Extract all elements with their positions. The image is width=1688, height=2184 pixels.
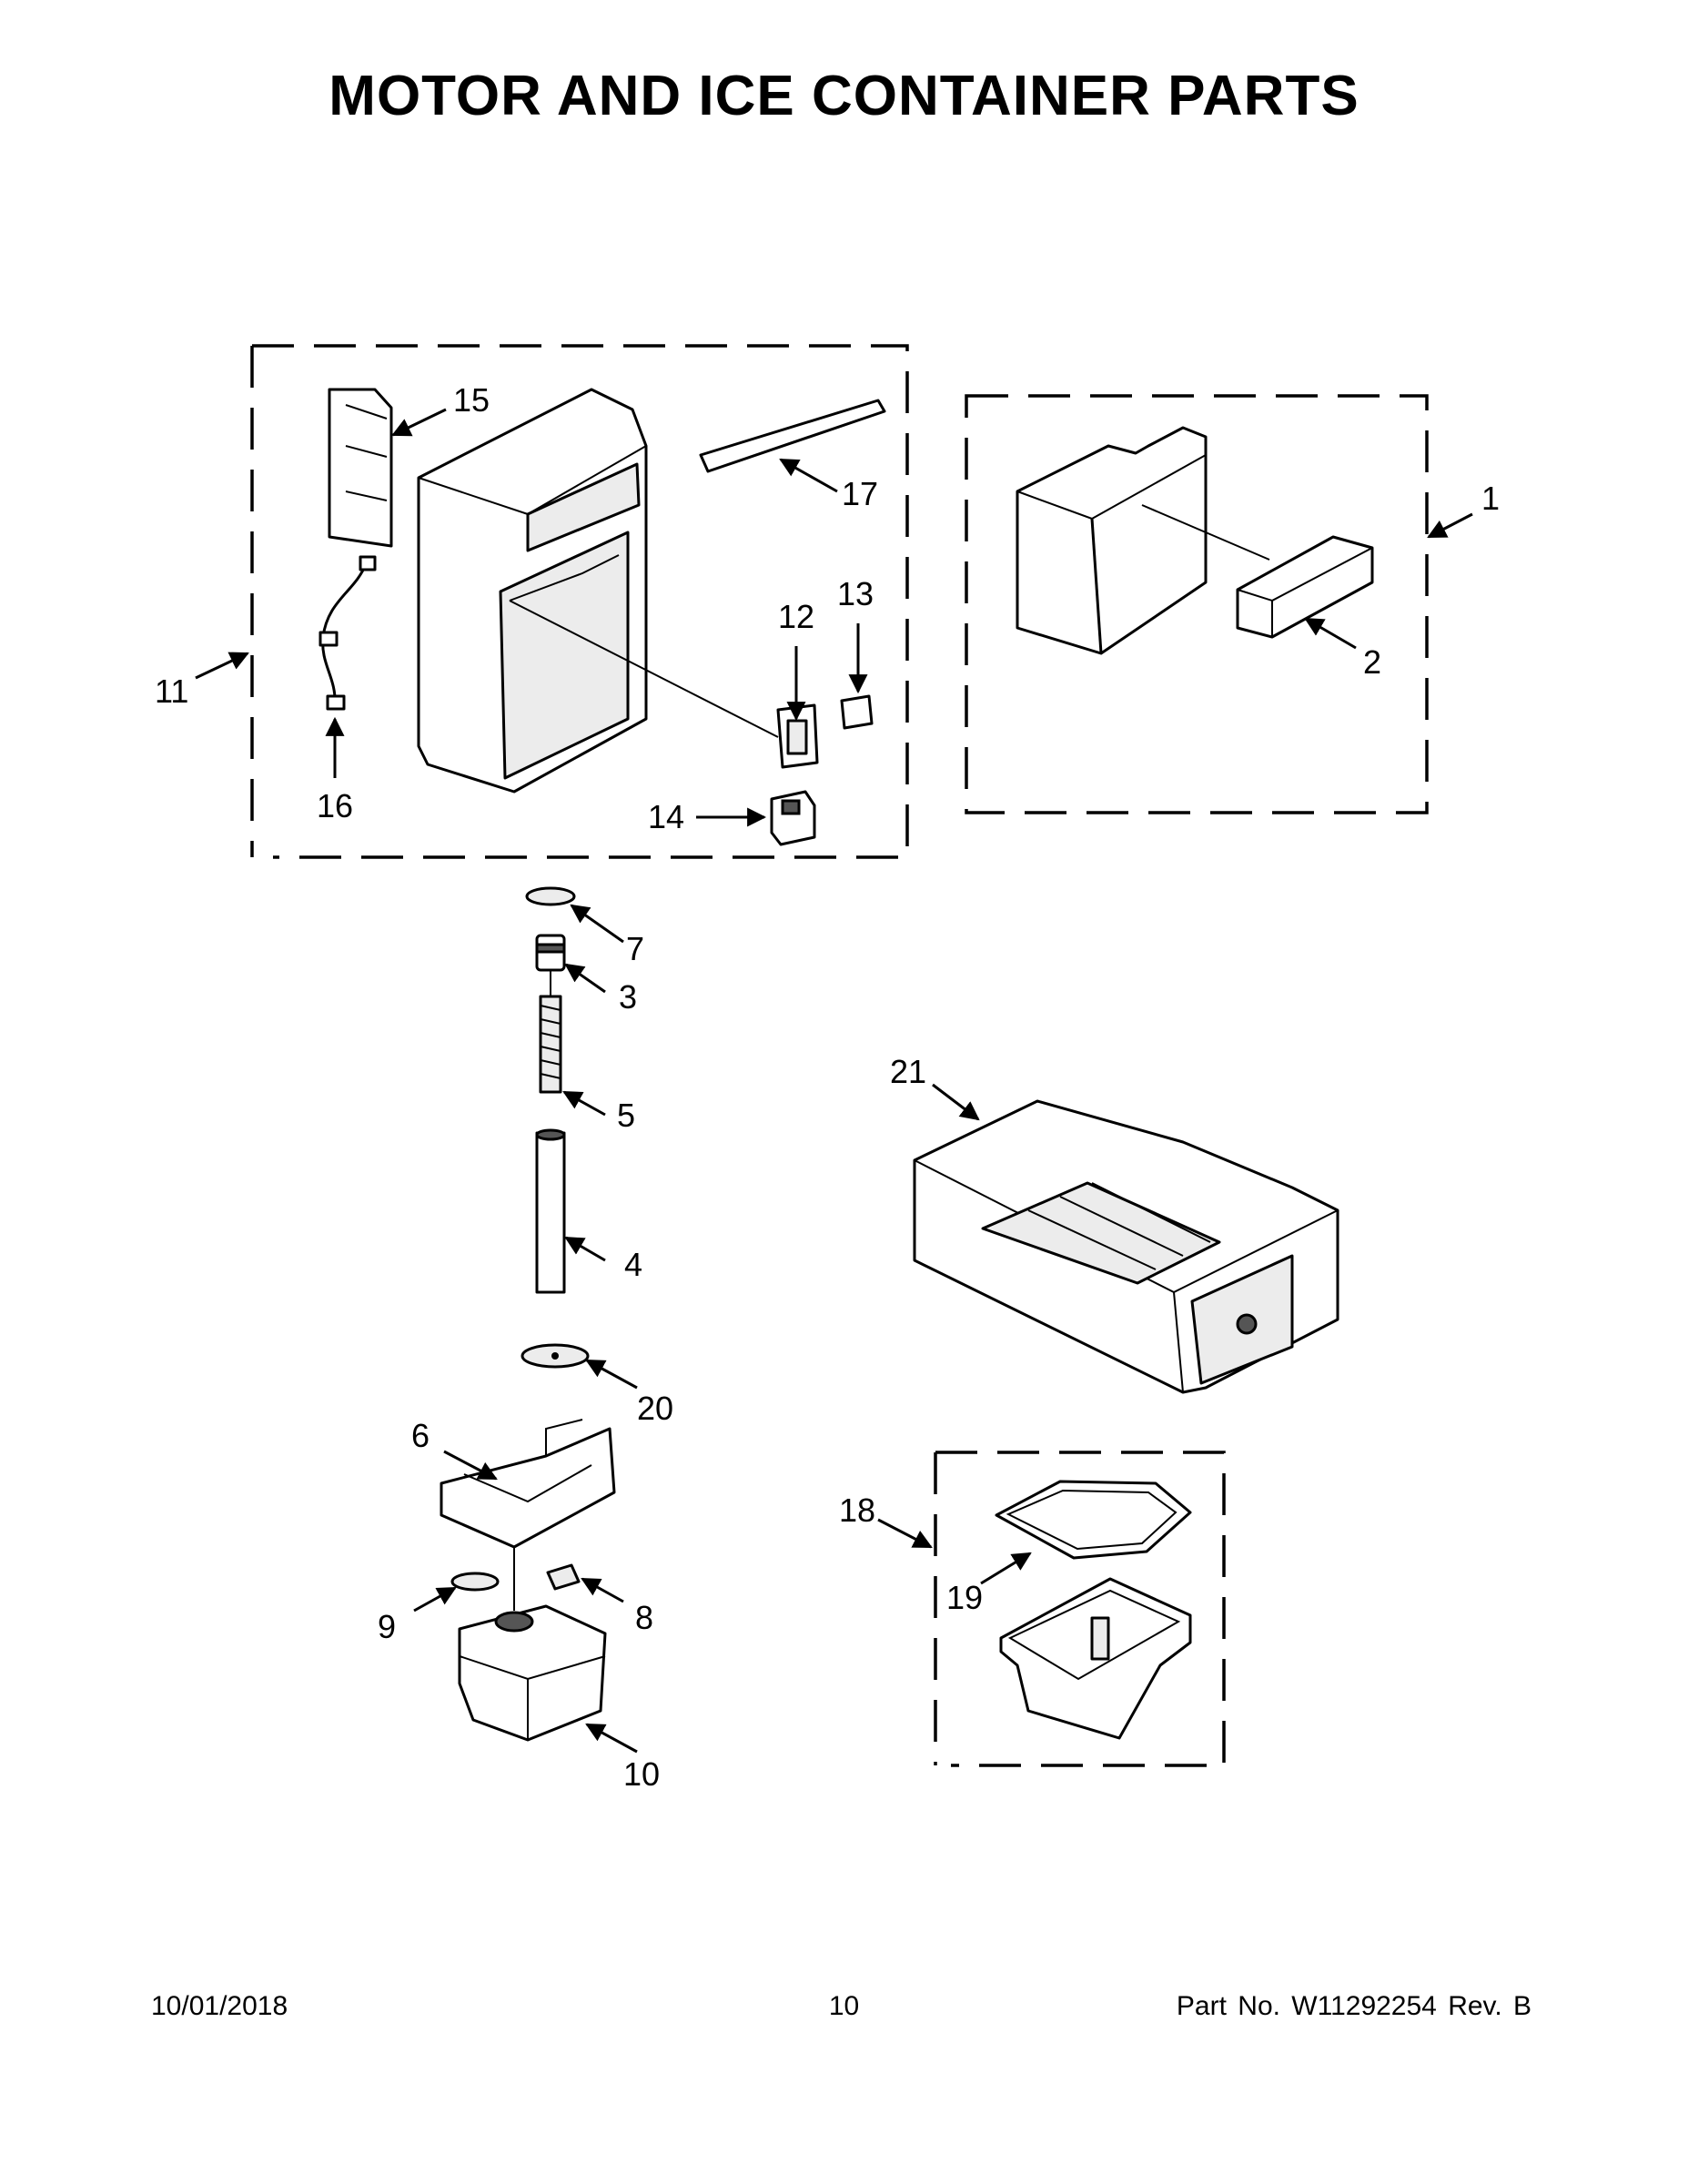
- assembly-11-link-line: [509, 600, 779, 738]
- assembly-11-dashed-box: [250, 344, 909, 859]
- footer-date: 10/01/2018: [151, 1991, 288, 2021]
- callout-labels: 15 17 1 2 11 12 13 14 16 7 3 5 4 20 6 8 …: [155, 381, 1500, 1793]
- callout-16: 16: [317, 787, 353, 824]
- part-18-base-housing: [999, 1577, 1192, 1740]
- callout-11: 11: [155, 672, 188, 710]
- assembly-1-dashed-box: [965, 394, 1429, 814]
- callout-10: 10: [623, 1755, 660, 1793]
- callout-9: 9: [378, 1608, 396, 1645]
- callout-19: 19: [946, 1579, 983, 1616]
- part-20-disc: [521, 1343, 590, 1369]
- callout-14: 14: [648, 798, 684, 835]
- part-10-motor: [458, 1604, 607, 1742]
- callout-18: 18: [839, 1491, 875, 1529]
- callout-20: 20: [637, 1390, 673, 1427]
- callout-13: 13: [837, 575, 874, 612]
- callout-7: 7: [626, 930, 644, 967]
- part-1-ice-bin: [1016, 426, 1270, 655]
- footer-page-number: 10: [828, 1991, 860, 2021]
- part-8-pad: [546, 1563, 581, 1591]
- part-6-motor-bracket: [440, 1419, 616, 1549]
- part-3-coupler: [535, 934, 566, 972]
- page-title: MOTOR AND ICE CONTAINER PARTS: [329, 65, 1359, 127]
- callout-leaders: [195, 408, 1473, 1754]
- callout-12: 12: [778, 598, 814, 635]
- part-7-washer: [525, 886, 576, 906]
- dispenser-housing: [417, 388, 648, 794]
- callout-15: 15: [453, 381, 490, 419]
- part-9-ring: [450, 1572, 500, 1592]
- callout-17: 17: [842, 475, 878, 512]
- callout-3: 3: [619, 978, 637, 1016]
- part-21-ice-maker: [913, 1099, 1339, 1394]
- part-19-gasket: [995, 1480, 1192, 1560]
- callout-8: 8: [635, 1599, 653, 1636]
- footer-part-number: Part No. W11292254 Rev. B: [1176, 1991, 1531, 2021]
- part-5-spring: [539, 995, 562, 1094]
- part-14-solenoid: [770, 790, 816, 846]
- part-16-wire-harness: [318, 555, 377, 711]
- callout-1: 1: [1481, 480, 1500, 517]
- part-4-shaft: [535, 1128, 566, 1294]
- part-15-side-panel: [328, 388, 393, 548]
- part-17-seal-strip: [699, 399, 886, 473]
- callout-5: 5: [617, 1097, 635, 1134]
- callout-21: 21: [890, 1053, 926, 1090]
- part-2-bin-cover: [1236, 535, 1374, 639]
- part-13-switch: [840, 694, 874, 730]
- callout-2: 2: [1363, 643, 1381, 681]
- callout-4: 4: [624, 1246, 642, 1283]
- callout-6: 6: [411, 1417, 430, 1454]
- assembly-18-dashed-box: [934, 1451, 1226, 1767]
